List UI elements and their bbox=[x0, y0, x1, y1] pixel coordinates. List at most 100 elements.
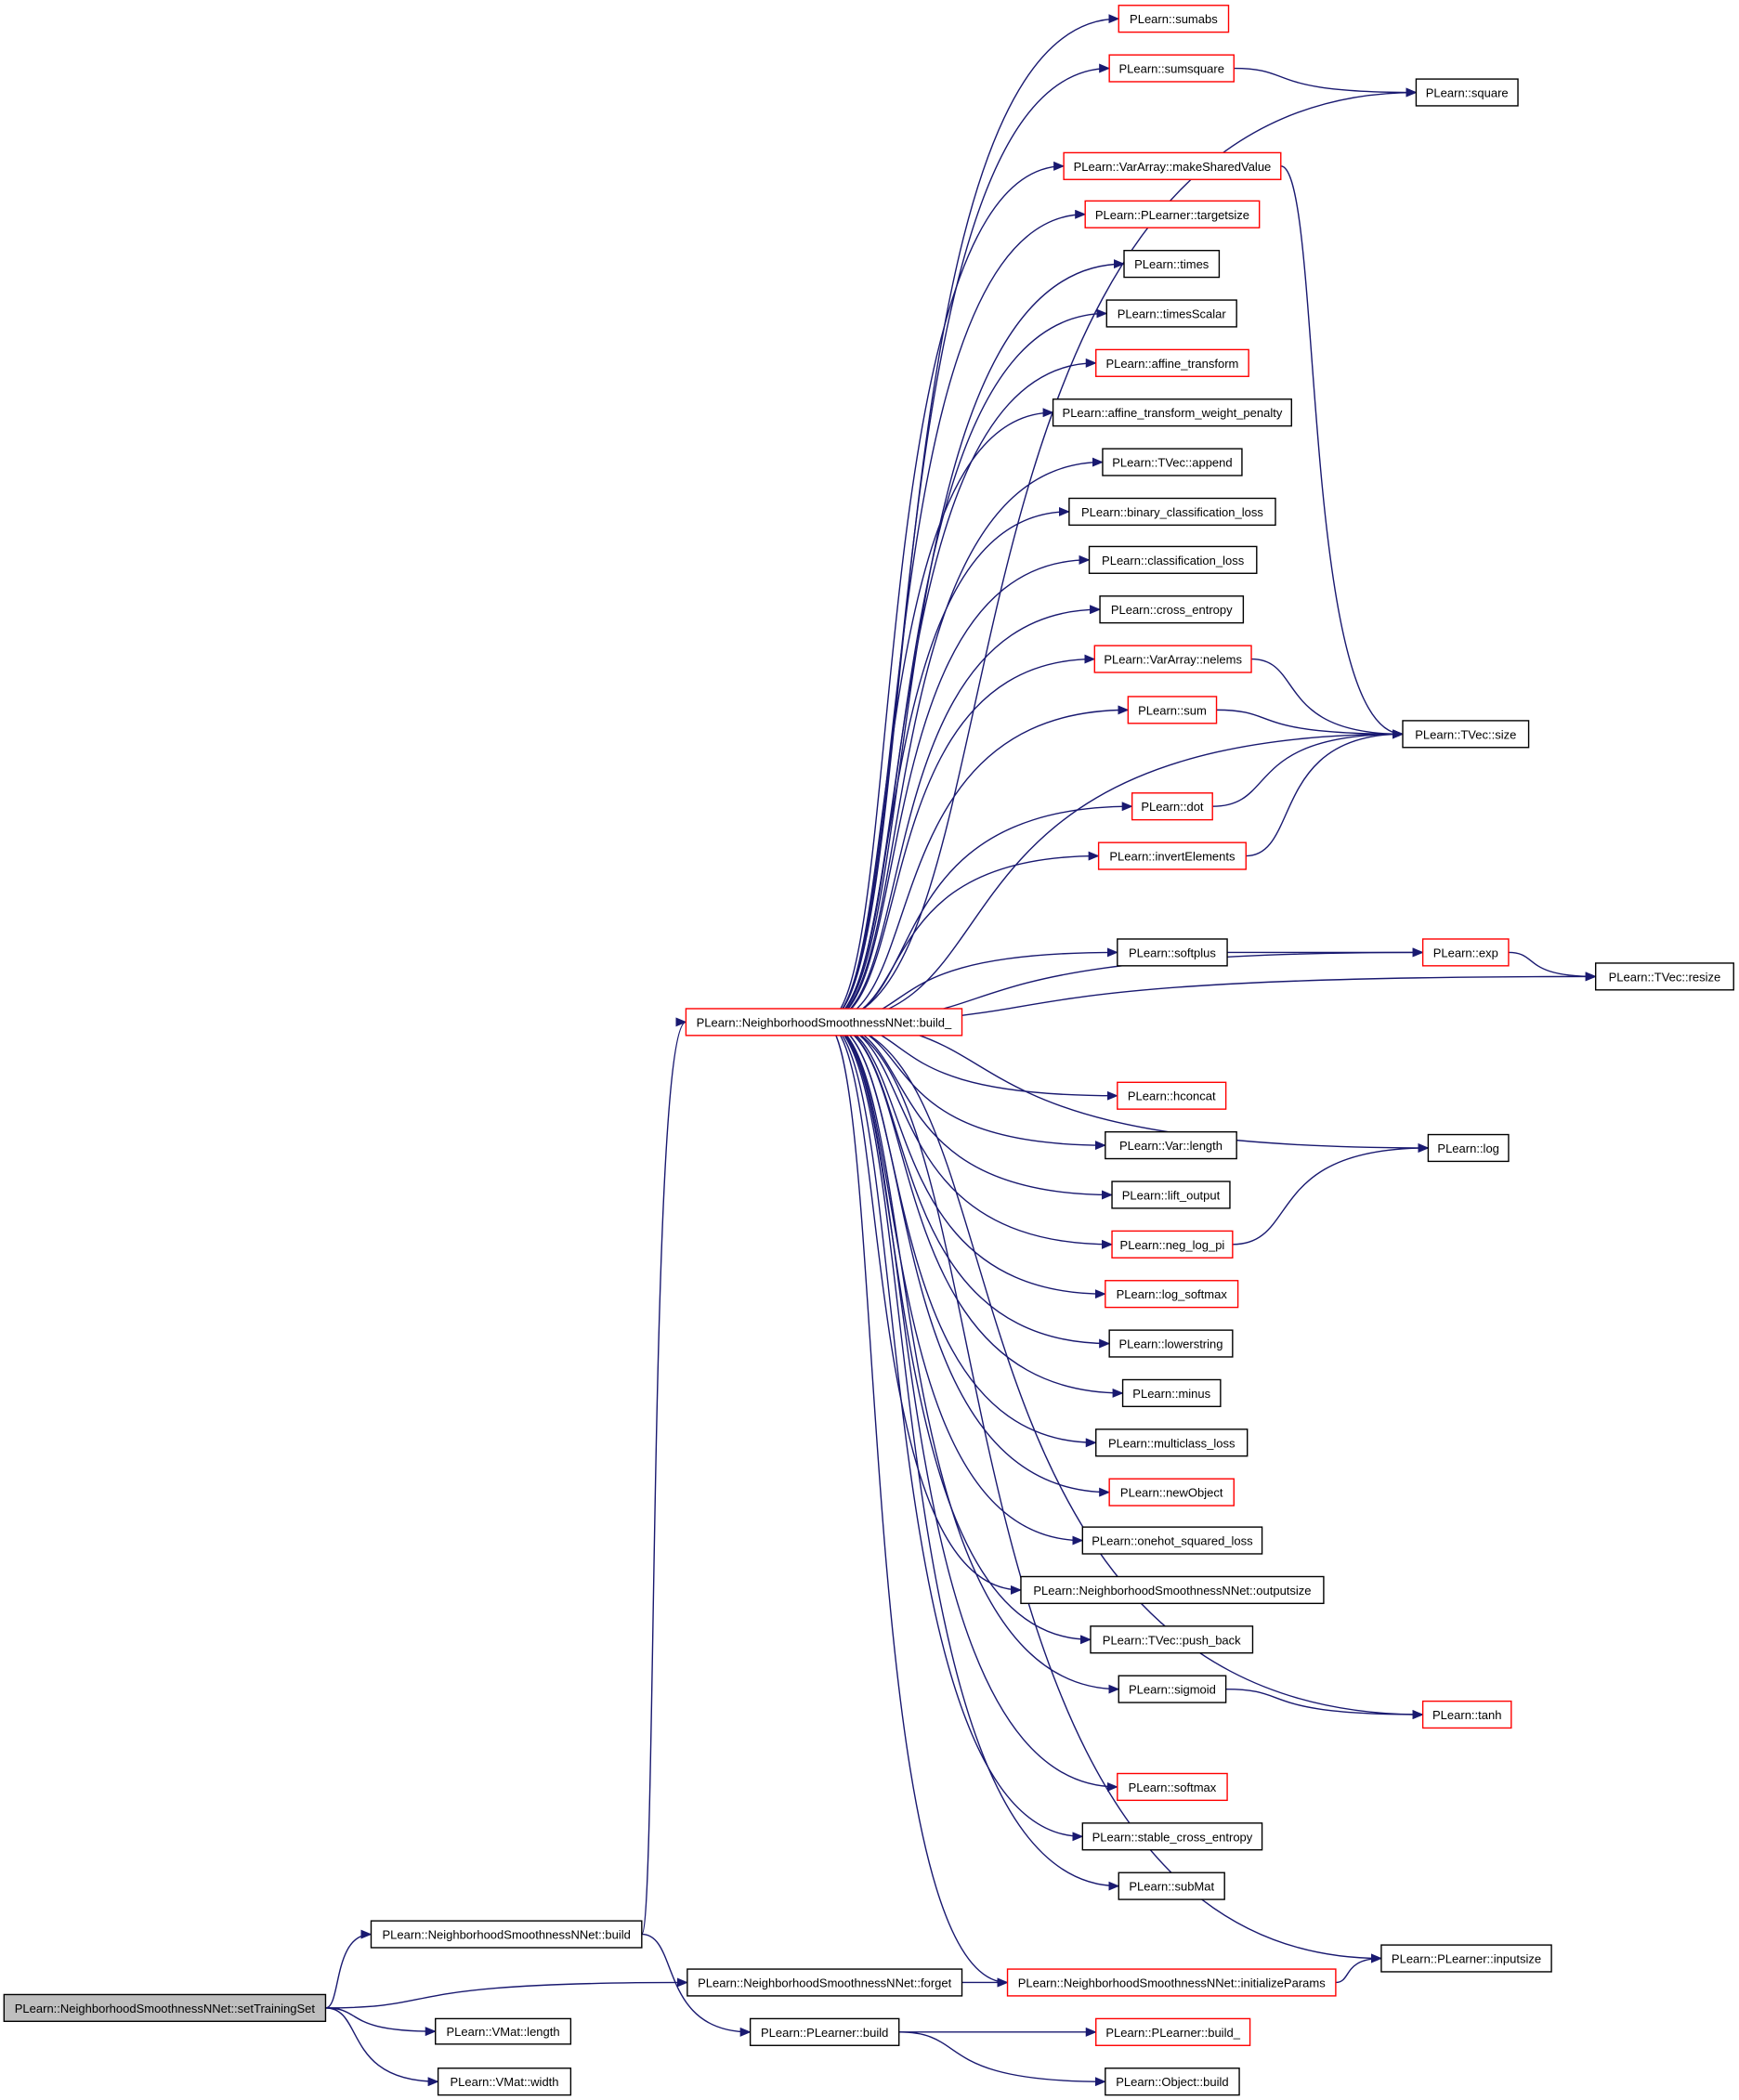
node-newObject[interactable]: PLearn::newObject bbox=[1108, 1478, 1235, 1507]
node-softmax[interactable]: PLearn::softmax bbox=[1117, 1772, 1228, 1802]
node-stable_ce[interactable]: PLearn::stable_cross_entropy bbox=[1081, 1822, 1263, 1851]
node-sumabs[interactable]: PLearn::sumabs bbox=[1118, 5, 1230, 33]
edge-pl_build-to-obj_build bbox=[898, 2031, 1106, 2087]
node-bin_class[interactable]: PLearn::binary_classification_loss bbox=[1068, 497, 1276, 527]
node-label: PLearn::hconcat bbox=[1128, 1089, 1216, 1103]
edge-nsn_build_-to-inputsize bbox=[823, 1021, 1382, 1963]
node-box bbox=[1118, 5, 1230, 33]
node-obj_build[interactable]: PLearn::Object::build bbox=[1105, 2067, 1240, 2096]
node-label: PLearn::subMat bbox=[1129, 1880, 1214, 1894]
node-invert[interactable]: PLearn::invertElements bbox=[1097, 841, 1247, 870]
node-targetsize[interactable]: PLearn::PLearner::targetsize bbox=[1084, 200, 1261, 228]
node-label: PLearn::multiclass_loss bbox=[1108, 1436, 1236, 1450]
node-append[interactable]: PLearn::TVec::append bbox=[1102, 448, 1243, 476]
node-cross_ent[interactable]: PLearn::cross_entropy bbox=[1099, 595, 1245, 624]
edge-nsn_build_-to-tanh bbox=[823, 1021, 1424, 1720]
node-tanh[interactable]: PLearn::tanh bbox=[1421, 1700, 1512, 1729]
node-class_loss[interactable]: PLearn::classification_loss bbox=[1088, 545, 1258, 574]
node-var_length[interactable]: PLearn::Var::length bbox=[1105, 1130, 1237, 1160]
node-label: PLearn::NeighborhoodSmoothnessNNet::setT… bbox=[15, 2002, 316, 2015]
edge-neglogpi-to-log bbox=[1232, 1142, 1430, 1246]
node-box bbox=[1415, 78, 1519, 107]
node-box bbox=[1081, 1822, 1263, 1851]
node-box bbox=[1123, 249, 1221, 279]
edge-setTrainingSet-to-vmat_length bbox=[325, 2007, 437, 2037]
node-label: PLearn::VMat::width bbox=[450, 2075, 558, 2089]
node-box bbox=[1084, 200, 1261, 228]
node-push_back[interactable]: PLearn::TVec::push_back bbox=[1090, 1625, 1254, 1654]
node-label: PLearn::sumabs bbox=[1130, 12, 1218, 26]
node-resize[interactable]: PLearn::TVec::resize bbox=[1594, 962, 1734, 991]
edge-sumsquare-to-square bbox=[1234, 67, 1418, 98]
node-nsn_forget[interactable]: PLearn::NeighborhoodSmoothnessNNet::forg… bbox=[686, 1968, 963, 1997]
node-multiclass[interactable]: PLearn::multiclass_loss bbox=[1095, 1428, 1249, 1457]
node-sigmoid[interactable]: PLearn::sigmoid bbox=[1118, 1675, 1227, 1703]
edge-nsn_build_-to-push_back bbox=[823, 1021, 1092, 1645]
node-box bbox=[370, 1920, 643, 1949]
node-neglogpi[interactable]: PLearn::neg_log_pi bbox=[1111, 1230, 1234, 1259]
node-subMat[interactable]: PLearn::subMat bbox=[1118, 1872, 1225, 1900]
node-label: PLearn::Var::length bbox=[1119, 1139, 1223, 1153]
node-vmat_width[interactable]: PLearn::VMat::width bbox=[437, 2067, 572, 2096]
edge-nsn_build_-to-tvec_size bbox=[823, 729, 1404, 1024]
node-box bbox=[1108, 1478, 1235, 1507]
node-label: PLearn::exp bbox=[1433, 946, 1498, 959]
node-pl_build_[interactable]: PLearn::PLearner::build_ bbox=[1095, 2017, 1251, 2046]
node-affine_wp[interactable]: PLearn::affine_transform_weight_penalty bbox=[1052, 398, 1292, 427]
edge-layer bbox=[325, 14, 1597, 2087]
node-box bbox=[1111, 1230, 1234, 1259]
node-sum[interactable]: PLearn::sum bbox=[1127, 696, 1218, 724]
node-label: PLearn::NeighborhoodSmoothnessNNet::outp… bbox=[1033, 1584, 1311, 1598]
node-label: PLearn::lowerstring bbox=[1118, 1337, 1223, 1351]
edge-nsn_build_-to-sum bbox=[823, 705, 1130, 1024]
node-box bbox=[1068, 497, 1276, 527]
edge-nsn_build_-to-logsoftmax bbox=[823, 1021, 1106, 1299]
node-box bbox=[1121, 1378, 1222, 1408]
node-lowerstring[interactable]: PLearn::lowerstring bbox=[1108, 1329, 1234, 1358]
node-box bbox=[1131, 792, 1213, 821]
node-onehot[interactable]: PLearn::onehot_squared_loss bbox=[1081, 1526, 1263, 1555]
node-label: PLearn::TVec::size bbox=[1415, 727, 1516, 741]
node-box bbox=[1099, 595, 1245, 624]
edge-nsn_build_-to-outputsize bbox=[823, 1021, 1022, 1595]
edge-setTrainingSet-to-nsn_forget bbox=[325, 1977, 688, 2009]
node-timesScalar[interactable]: PLearn::timesScalar bbox=[1105, 299, 1237, 328]
node-box bbox=[1117, 1772, 1228, 1802]
edge-nsn_build_-to-bin_class bbox=[823, 506, 1070, 1024]
node-initParams[interactable]: PLearn::NeighborhoodSmoothnessNNet::init… bbox=[1006, 1968, 1337, 1997]
node-vmat_length[interactable]: PLearn::VMat::length bbox=[435, 2017, 572, 2045]
node-minus[interactable]: PLearn::minus bbox=[1121, 1378, 1222, 1408]
node-times[interactable]: PLearn::times bbox=[1123, 249, 1221, 279]
node-nsn_build[interactable]: PLearn::NeighborhoodSmoothnessNNet::buil… bbox=[370, 1920, 643, 1949]
node-logsoftmax[interactable]: PLearn::log_softmax bbox=[1105, 1280, 1239, 1309]
node-box bbox=[1102, 448, 1243, 476]
node-label: PLearn::VMat::length bbox=[446, 2025, 559, 2039]
node-box bbox=[1105, 2067, 1240, 2096]
node-label: PLearn::invertElements bbox=[1109, 850, 1236, 864]
node-nsn_build_[interactable]: PLearn::NeighborhoodSmoothnessNNet::buil… bbox=[685, 1008, 963, 1037]
node-hconcat[interactable]: PLearn::hconcat bbox=[1117, 1081, 1227, 1110]
node-box bbox=[1095, 1428, 1249, 1457]
node-affine[interactable]: PLearn::affine_transform bbox=[1095, 348, 1249, 377]
node-exp[interactable]: PLearn::exp bbox=[1421, 938, 1510, 967]
node-nelems[interactable]: PLearn::VarArray::nelems bbox=[1093, 645, 1252, 673]
node-outputsize[interactable]: PLearn::NeighborhoodSmoothnessNNet::outp… bbox=[1020, 1575, 1325, 1605]
edge-nsn_build_-to-minus bbox=[823, 1021, 1124, 1398]
node-layer: PLearn::NeighborhoodSmoothnessNNet::setT… bbox=[3, 5, 1734, 2096]
node-box bbox=[3, 1993, 327, 2023]
node-box bbox=[1380, 1944, 1552, 1973]
node-setTrainingSet[interactable]: PLearn::NeighborhoodSmoothnessNNet::setT… bbox=[3, 1993, 327, 2023]
node-log[interactable]: PLearn::log bbox=[1427, 1133, 1510, 1163]
node-lift[interactable]: PLearn::lift_output bbox=[1111, 1180, 1231, 1209]
node-dot[interactable]: PLearn::dot bbox=[1131, 792, 1213, 821]
node-square[interactable]: PLearn::square bbox=[1415, 78, 1519, 107]
node-sumsquare[interactable]: PLearn::sumsquare bbox=[1108, 54, 1235, 83]
node-pl_build[interactable]: PLearn::PLearner::build bbox=[749, 2017, 900, 2046]
node-box bbox=[1020, 1575, 1325, 1605]
node-softplus[interactable]: PLearn::softplus bbox=[1117, 938, 1228, 967]
node-makeShared[interactable]: PLearn::VarArray::makeSharedValue bbox=[1063, 151, 1282, 180]
node-inputsize[interactable]: PLearn::PLearner::inputsize bbox=[1380, 1944, 1552, 1973]
node-box bbox=[1105, 1130, 1237, 1160]
node-tvec_size[interactable]: PLearn::TVec::size bbox=[1402, 720, 1530, 749]
node-label: PLearn::dot bbox=[1141, 800, 1204, 814]
